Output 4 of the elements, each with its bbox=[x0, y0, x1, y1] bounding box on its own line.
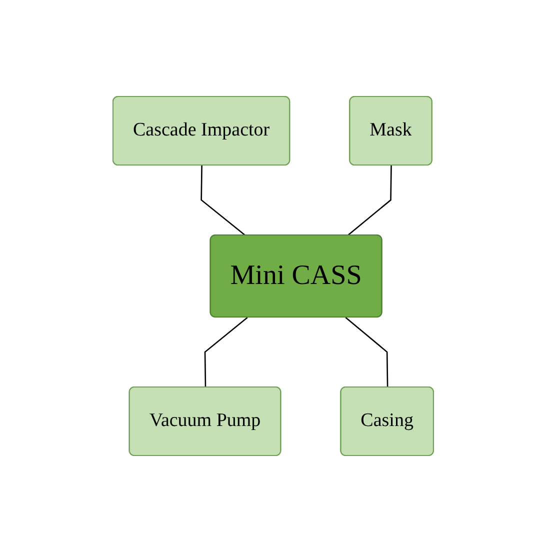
connector bbox=[345, 317, 388, 388]
connector bbox=[200, 166, 246, 236]
connector bbox=[204, 317, 248, 388]
connector bbox=[347, 166, 392, 236]
